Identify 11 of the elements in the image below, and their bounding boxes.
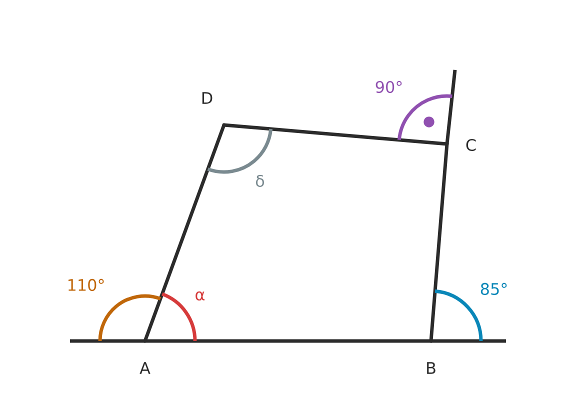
vertex-label: C — [466, 138, 476, 152]
angle-label: 110° — [68, 278, 104, 292]
vertex-label: D — [202, 92, 212, 104]
vertex-label: B — [427, 362, 436, 374]
side-line — [143, 123, 226, 343]
vertex-label: A — [140, 362, 150, 374]
angle-label: 85° — [480, 282, 507, 296]
angle-label: δ — [256, 174, 264, 188]
angle-label: 90° — [376, 80, 402, 94]
side-line — [222, 123, 449, 146]
angle-label: α — [196, 291, 205, 301]
